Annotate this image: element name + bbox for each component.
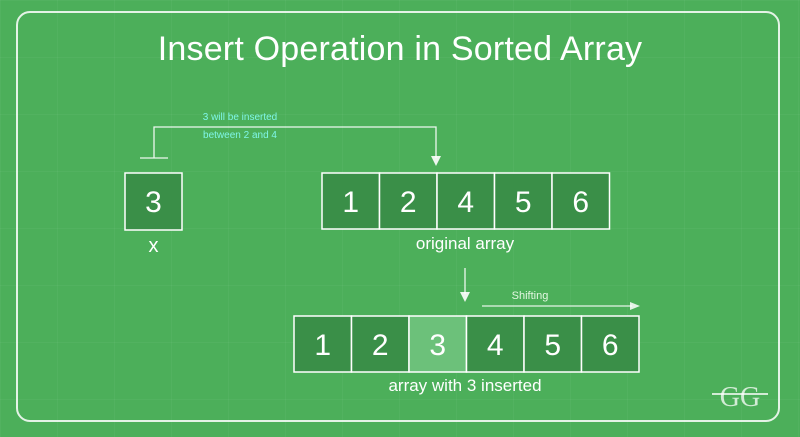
cell-value: 6 [572, 186, 589, 219]
array-cell: 3 [408, 315, 468, 373]
cell-box [293, 315, 353, 373]
note-line-1: 3 will be inserted [203, 112, 277, 123]
insertion-arrowhead [431, 156, 441, 166]
array-cell: 4 [436, 172, 496, 230]
original-array-caption: original array [416, 234, 515, 253]
cell-box [551, 172, 611, 230]
cell-box [580, 315, 640, 373]
cell-value: 4 [487, 329, 504, 362]
down-arrow-icon [460, 292, 470, 302]
cell-value: 5 [544, 329, 561, 362]
cell-value: 4 [457, 186, 474, 219]
note-line-2: between 2 and 4 [203, 130, 277, 141]
cell-box [523, 315, 583, 373]
cell-value: 6 [602, 329, 619, 362]
array-cell: 1 [321, 172, 381, 230]
array-cell: 2 [378, 172, 438, 230]
cell-box [350, 315, 410, 373]
cell-value: 2 [400, 186, 417, 219]
insertion-connector [140, 126, 437, 159]
result-array: 1 2 3 4 5 6 [293, 315, 640, 373]
cell-value: 2 [372, 329, 389, 362]
gg-logo-icon: GG [712, 382, 768, 413]
shift-label: Shifting [512, 290, 549, 302]
diagram-title: Insert Operation in Sorted Array [157, 30, 643, 68]
element-box: 3 [124, 172, 183, 231]
shift-arrowhead-icon [630, 302, 640, 310]
array-cell: 5 [493, 172, 553, 230]
array-cell: 6 [551, 172, 611, 230]
rounded-frame [16, 11, 780, 422]
original-array: 1 2 4 5 6 [321, 172, 611, 230]
highlighted-cell-box [408, 315, 468, 373]
array-cell: 1 [293, 315, 353, 373]
result-array-caption: array with 3 inserted [388, 376, 541, 395]
array-cell: 4 [465, 315, 525, 373]
cell-box [321, 172, 381, 230]
array-cell: 2 [350, 315, 410, 373]
cell-value: 1 [314, 329, 331, 362]
array-cell: 6 [580, 315, 640, 373]
cell-value: 1 [342, 186, 359, 219]
cell-value: 5 [515, 186, 532, 219]
element-label: x [149, 235, 159, 257]
cell-value: 3 [429, 329, 446, 362]
array-cell: 5 [523, 315, 583, 373]
cell-box [465, 315, 525, 373]
logo-text: GG [720, 382, 760, 413]
element-value: 3 [145, 186, 162, 219]
